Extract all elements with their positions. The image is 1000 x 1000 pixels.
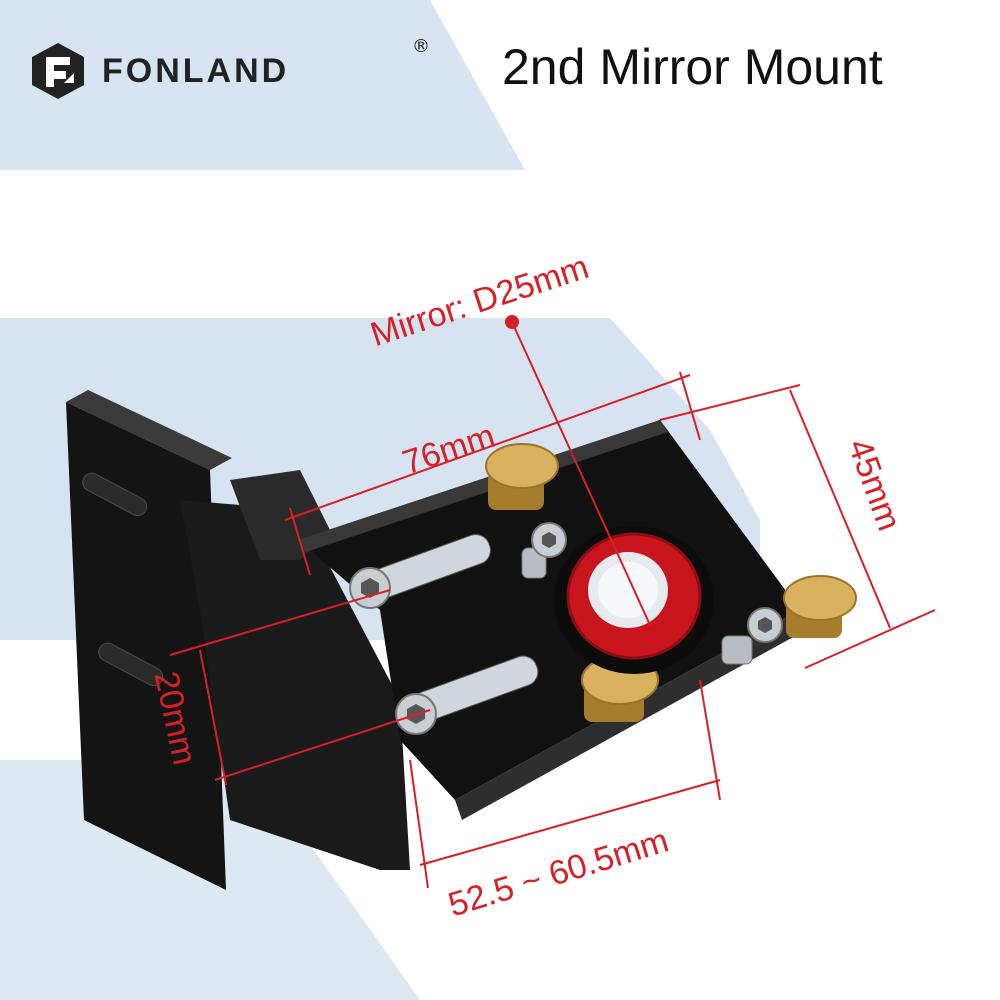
bg-panel-top xyxy=(0,0,525,170)
hex-bolt xyxy=(349,567,391,609)
vertical-plate-edge xyxy=(66,390,232,470)
plate-slot-lower xyxy=(98,642,164,687)
angled-block-side xyxy=(230,470,330,560)
slot-dim-line xyxy=(199,649,227,786)
width-dim-line xyxy=(284,374,691,521)
plate-slot-upper xyxy=(82,472,148,517)
height-dim-top xyxy=(659,384,801,421)
registered-mark: ® xyxy=(412,36,430,57)
range-ext-left xyxy=(409,759,429,889)
mirror-leader xyxy=(511,321,651,626)
height-dim-line xyxy=(789,389,891,629)
main-plate-top-edge xyxy=(298,420,668,552)
range-ext-right xyxy=(699,679,721,801)
range-dim-line xyxy=(419,779,721,866)
brass-knob xyxy=(783,575,857,638)
mirror-ring xyxy=(554,526,714,674)
height-dim-bottom xyxy=(804,609,936,669)
dimension-lines xyxy=(169,321,936,889)
slot-dim-bottom xyxy=(214,709,431,781)
spring-screw xyxy=(521,522,567,579)
spring-screw xyxy=(721,607,783,665)
width-ext-left xyxy=(289,507,311,576)
mirror-marker-dot xyxy=(505,315,519,329)
page-title: 2nd Mirror Mount xyxy=(502,39,883,95)
brass-knob xyxy=(485,443,559,510)
slot-dim-top xyxy=(169,589,391,656)
brand-logo: FONLAND xyxy=(28,36,289,106)
fonland-logo-icon xyxy=(32,43,84,99)
angled-block xyxy=(180,500,410,870)
width-ext-right xyxy=(679,371,701,441)
brand-name: FONLAND xyxy=(102,51,290,90)
